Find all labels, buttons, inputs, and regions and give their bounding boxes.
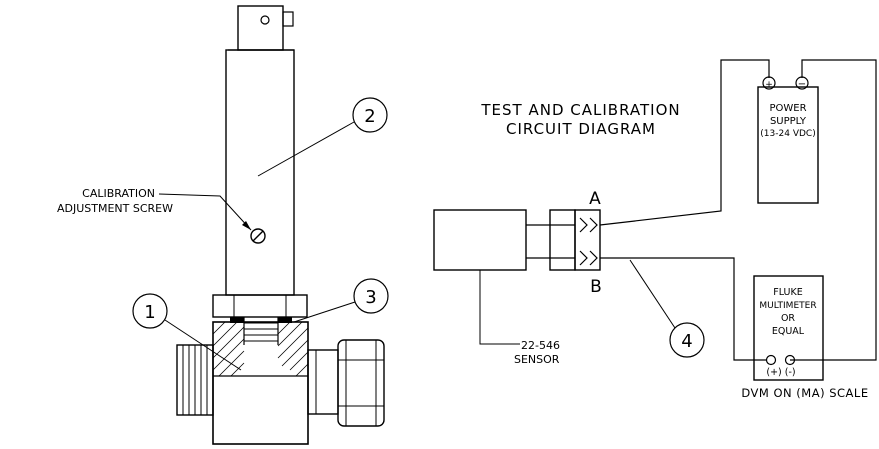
stem-threads: [244, 322, 278, 342]
connector-housing: [237, 5, 284, 51]
connector-pin: [260, 15, 270, 25]
wire-return: [790, 59, 877, 361]
power-label-line1: POWER: [769, 103, 806, 114]
multimeter-box: [753, 275, 824, 381]
meter-minus-terminal: [784, 354, 796, 366]
fluke-label-line4: EQUAL: [772, 326, 805, 337]
fluke-label-line3: OR: [781, 313, 795, 324]
diagram-title-line1: TEST AND CALIBRATION: [480, 101, 680, 119]
calibration-arrowhead: [242, 221, 251, 230]
chevron-b-icon: [579, 250, 598, 266]
callout-1-leader: [164, 319, 242, 371]
callout-2-leader: [257, 121, 355, 177]
hex-nut: [212, 294, 308, 318]
callout-1-circle: [132, 293, 168, 329]
callout-4-label: 4: [681, 331, 692, 352]
power-minus-terminal: [795, 76, 809, 90]
callout-4-circle: [669, 322, 705, 358]
power-label-line2: SUPPLY: [770, 116, 807, 127]
o-ring-left: [230, 317, 244, 323]
meter-terminal-labels: (+) (-): [766, 367, 795, 378]
callout-3-label: 3: [365, 287, 376, 308]
callout-2-circle: [352, 97, 388, 133]
diagram-title-line2: CIRCUIT DIAGRAM: [506, 120, 656, 138]
right-fitting-nut: [337, 339, 385, 427]
dvm-scale-label: DVM ON (MA) SCALE: [741, 386, 868, 400]
fluke-label-line2: MULTIMETER: [759, 301, 816, 311]
sensor-body: [225, 49, 295, 296]
terminal-a-label: A: [589, 189, 601, 209]
o-ring-right: [278, 317, 292, 323]
right-fitting-neck: [307, 349, 339, 415]
callout-4-leader: [629, 259, 676, 329]
power-supply-box: [757, 86, 819, 204]
terminal-b-label: B: [590, 277, 602, 297]
connector-block: [549, 209, 601, 271]
power-label-line3: (13-24 VDC): [760, 129, 815, 139]
sensor-label-line2: SENSOR: [514, 353, 560, 366]
plus-icon: +: [765, 80, 773, 90]
section-hatching: [212, 321, 309, 377]
sensor-label-line1: 22-546: [521, 339, 560, 352]
calibration-leader: [158, 193, 252, 231]
left-port-threads: [182, 345, 208, 415]
callout-2-label: 2: [364, 106, 375, 127]
calibration-screw: [250, 228, 266, 244]
chevron-a-icon: [579, 217, 598, 233]
calibration-label-line1: CALIBRATION: [82, 187, 155, 200]
sensor-leader: [479, 270, 520, 345]
wire-a: [599, 59, 770, 226]
sensor-box: [433, 209, 527, 271]
fluke-label-line1: FLUKE: [773, 287, 802, 298]
wire-b: [600, 257, 766, 361]
calibration-label-line2: ADJUSTMENT SCREW: [57, 202, 173, 215]
callout-3-leader: [293, 301, 356, 323]
sensor-assembly: [176, 5, 385, 445]
meter-plus-terminal: [765, 354, 777, 366]
minus-icon: −: [798, 79, 806, 90]
tee-body: [212, 321, 309, 445]
connector-tab: [282, 11, 294, 27]
power-plus-terminal: [762, 76, 776, 90]
callout-1-label: 1: [144, 302, 155, 323]
callout-3-circle: [353, 278, 389, 314]
